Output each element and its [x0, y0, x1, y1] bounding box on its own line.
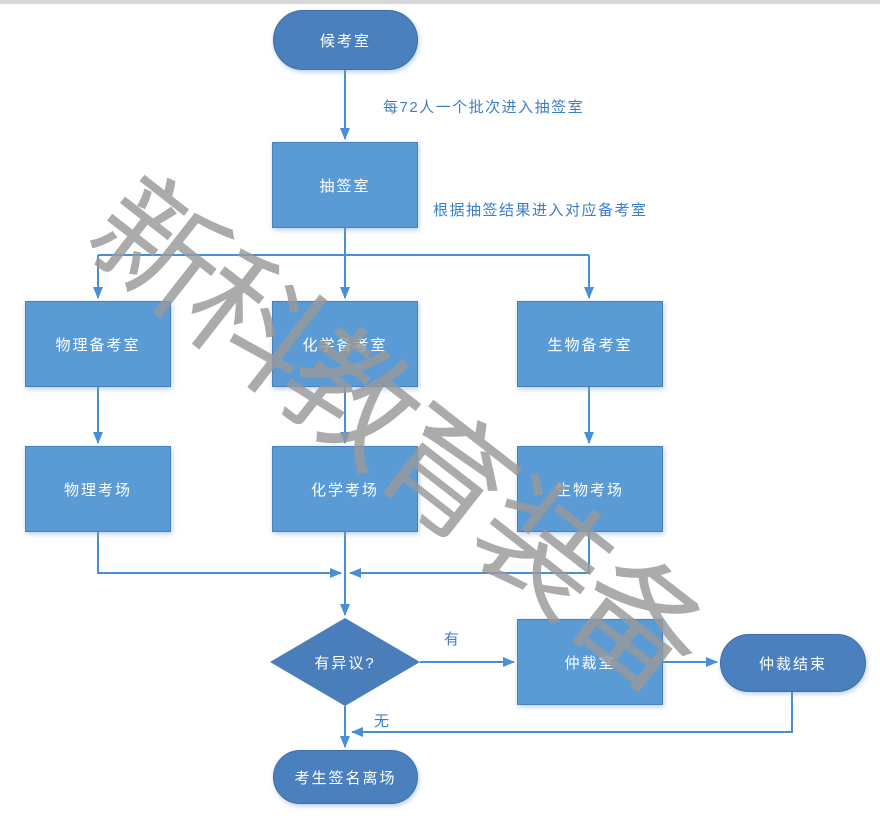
window-top-edge: [0, 0, 880, 4]
edge-arbitration-end-return: [351, 692, 793, 737]
node-biology-exam-label: 生物考场: [555, 481, 624, 499]
node-lottery-room-label: 抽签室: [319, 177, 371, 195]
node-physics-exam-label: 物理考场: [63, 481, 132, 499]
node-waiting-room: 候考室: [273, 10, 418, 70]
node-chemistry-exam: 化学考场: [272, 446, 418, 532]
node-sign-and-leave-label: 考生签名离场: [294, 769, 397, 787]
edge-label-batch-note: 每72人一个批次进入抽签室: [383, 99, 585, 116]
node-biology-prep: 生物备考室: [517, 301, 663, 387]
edge-physics-exam-merge: [97, 532, 342, 578]
node-arbitration-end: 仲裁结束: [720, 634, 866, 692]
node-chemistry-prep-label: 化学备考室: [302, 336, 388, 354]
node-sign-and-leave: 考生签名离场: [273, 750, 418, 804]
node-arbitration-room-label: 仲裁室: [564, 654, 616, 672]
edge-label-yes: 有: [444, 631, 461, 648]
edge-label-lottery-result-note: 根据抽签结果进入对应备考室: [433, 202, 648, 219]
node-arbitration-room: 仲裁室: [517, 619, 663, 705]
node-physics-prep: 物理备考室: [25, 301, 171, 387]
edge-label-no: 无: [374, 713, 391, 730]
node-waiting-room-label: 候考室: [319, 32, 371, 50]
node-objection-decision-label: 有异议?: [314, 654, 376, 672]
node-arbitration-end-label: 仲裁结束: [758, 655, 827, 673]
node-biology-prep-label: 生物备考室: [547, 336, 633, 354]
node-chemistry-exam-label: 化学考场: [310, 481, 379, 499]
node-physics-exam: 物理考场: [25, 446, 171, 532]
node-lottery-room: 抽签室: [272, 142, 418, 228]
node-chemistry-prep: 化学备考室: [272, 301, 418, 387]
node-biology-exam: 生物考场: [517, 446, 663, 532]
edge-biology-exam-merge: [349, 532, 590, 578]
node-physics-prep-label: 物理备考室: [55, 336, 141, 354]
